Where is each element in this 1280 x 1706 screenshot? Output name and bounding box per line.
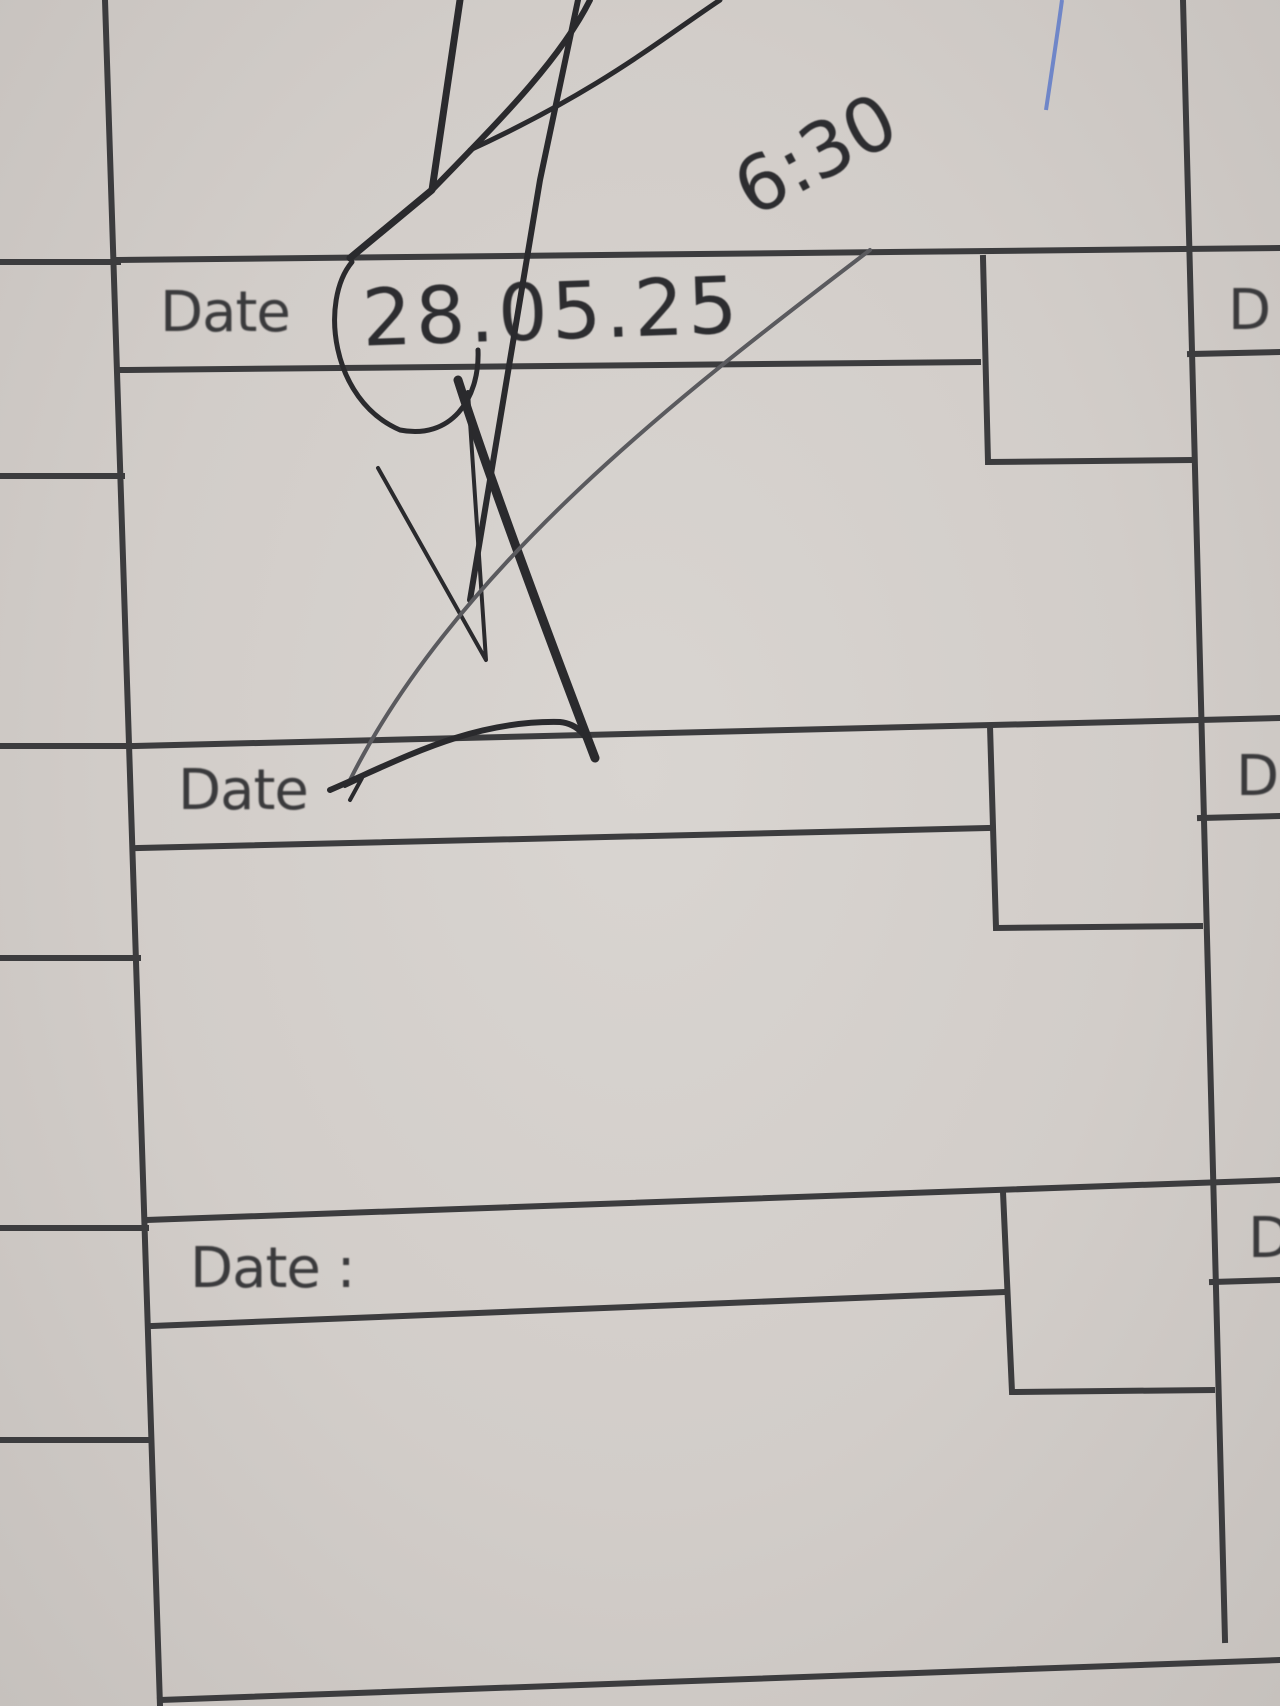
pen-stroke bbox=[376, 390, 488, 662]
entry-3-right-rule bbox=[1208, 1276, 1280, 1286]
pen-stroke bbox=[467, 0, 723, 153]
pen-stroke bbox=[348, 248, 872, 782]
entry-2-top-rule bbox=[130, 714, 1280, 750]
pen-stroke bbox=[346, 0, 464, 262]
pen-stroke bbox=[453, 375, 600, 763]
pen-stroke bbox=[467, 0, 581, 603]
entry-1-date-rule bbox=[118, 358, 982, 374]
entry-2-date-rule bbox=[134, 824, 994, 852]
pen-stroke bbox=[429, 0, 593, 193]
entry-1-box bbox=[979, 254, 1194, 466]
entry-3-top-rule bbox=[142, 1176, 1280, 1224]
pen-stroke bbox=[332, 259, 481, 434]
right-column-label: D bbox=[1248, 1206, 1280, 1271]
blue-ink-mark bbox=[1044, 0, 1064, 111]
entry-2-box bbox=[986, 722, 1204, 932]
entry-3-date-rule bbox=[148, 1288, 1009, 1330]
right-column-label: D bbox=[1236, 744, 1279, 809]
entry-1-date-label: Date bbox=[160, 280, 291, 345]
bottom-rule bbox=[156, 1656, 1280, 1704]
right-column-label: D bbox=[1228, 278, 1271, 343]
entry-2-right-rule bbox=[1196, 812, 1280, 822]
pen-stroke bbox=[343, 776, 364, 802]
entry-1-right-rule bbox=[1186, 348, 1280, 358]
pen-stroke bbox=[327, 718, 598, 793]
entry-2-date-label: Date bbox=[178, 758, 309, 823]
entry-3-date-label: Date : bbox=[190, 1236, 356, 1301]
entry-1-top-rule bbox=[114, 244, 1280, 264]
entry-3-box bbox=[999, 1188, 1216, 1396]
left-vertical-rule bbox=[101, 0, 164, 1706]
